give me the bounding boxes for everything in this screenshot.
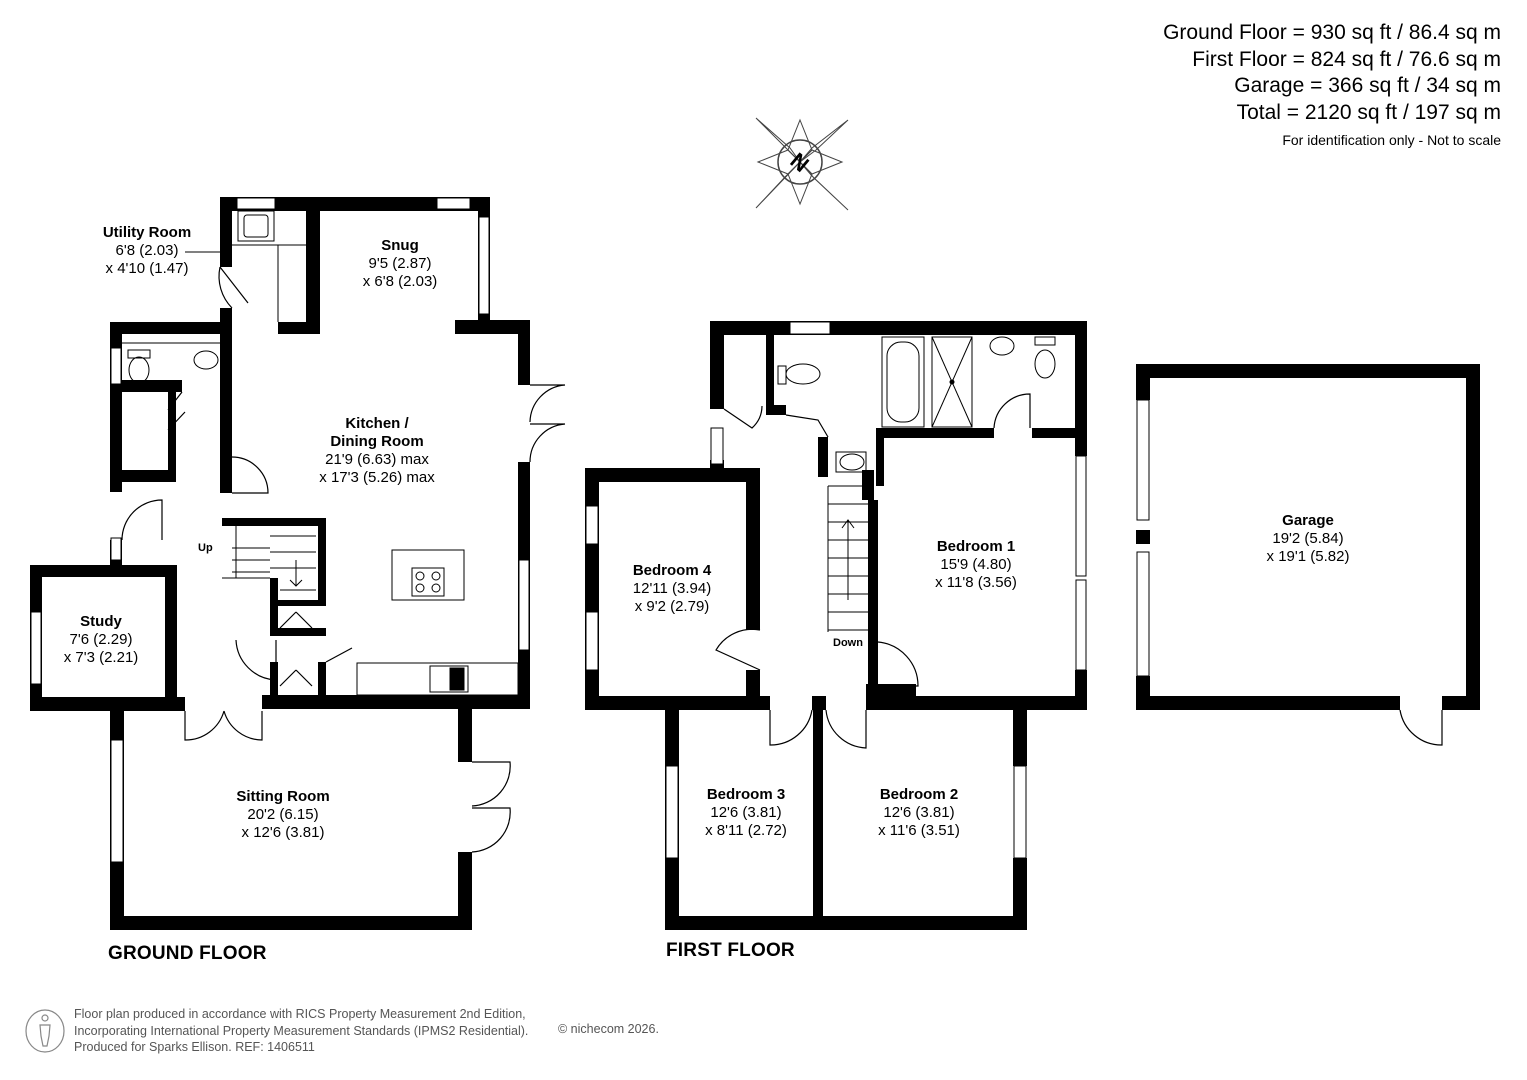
garage-windows <box>1136 399 1150 677</box>
room-dim: 21'9 (6.63) max <box>325 451 429 468</box>
compass-north-icon: N <box>755 117 849 211</box>
room-dim: 12'11 (3.94) <box>632 580 712 597</box>
first-floor-area: First Floor = 824 sq ft / 76.6 sq m <box>1192 47 1501 71</box>
footer-line: Floor plan produced in accordance with R… <box>74 1007 526 1021</box>
room-dim: 6'8 (2.03) <box>115 242 179 259</box>
room-dim: 12'6 (3.81) <box>883 804 955 821</box>
ground-floor-windows <box>30 197 530 863</box>
room-name: Bedroom 4 <box>632 562 712 579</box>
room-dim: x 11'8 (3.56) <box>935 574 1017 591</box>
garage-walls <box>1136 364 1480 710</box>
room-dim: x 6'8 (2.03) <box>362 273 438 290</box>
room-dim: x 7'3 (2.21) <box>63 649 139 666</box>
area-summary: Ground Floor = 930 sq ft / 86.4 sq m Fir… <box>1163 20 1501 150</box>
room-dim: x 12'6 (3.81) <box>241 824 325 841</box>
first-floor-walls <box>585 321 1087 930</box>
person-icon <box>25 1009 65 1053</box>
garage-area: Garage = 366 sq ft / 34 sq m <box>1234 74 1501 97</box>
room-dim: x 9'2 (2.79) <box>634 598 710 615</box>
room-dim: x 19'1 (5.82) <box>1266 548 1350 565</box>
ground-floor-area: Ground Floor = 930 sq ft / 86.4 sq m <box>1163 21 1501 44</box>
first-floor-fixtures <box>777 336 1056 632</box>
room-name: Kitchen / <box>345 415 409 432</box>
room-dim: x 4'10 (1.47) <box>105 260 189 277</box>
room-dim: 9'5 (2.87) <box>368 255 432 272</box>
room-utility: Utility Room 6'8 (2.03) x 4'10 (1.47) <box>103 224 191 278</box>
stair-up-label: Up <box>198 542 213 554</box>
first-floor-doors <box>715 393 1031 749</box>
first-floor-label: FIRST FLOOR <box>666 940 795 961</box>
room-name: Snug <box>381 237 419 254</box>
room-name: Sitting Room <box>236 788 330 805</box>
room-name: Bedroom 1 <box>936 538 1016 555</box>
room-name: Utility Room <box>102 224 192 241</box>
room-dim: 19'2 (5.84) <box>1272 530 1344 547</box>
garage-door <box>1399 709 1443 746</box>
ground-floor-fixtures <box>122 210 519 696</box>
room-sitting: Sitting Room 20'2 (6.15) x 12'6 (3.81) <box>236 788 329 842</box>
ground-floor-doors <box>121 266 566 853</box>
room-bedroom3: Bedroom 3 12'6 (3.81) x 8'11 (2.72) <box>705 786 787 840</box>
room-dim: 15'9 (4.80) <box>940 556 1012 573</box>
room-dim: x 8'11 (2.72) <box>705 822 787 839</box>
room-dim: 7'6 (2.29) <box>69 631 133 648</box>
room-dim: 12'6 (3.81) <box>710 804 782 821</box>
copyright-credit: © nichecom 2026. <box>558 1022 659 1036</box>
room-study: Study 7'6 (2.29) x 7'3 (2.21) <box>64 613 139 667</box>
room-name: Bedroom 3 <box>706 786 786 803</box>
room-bedroom1: Bedroom 1 15'9 (4.80) x 11'8 (3.56) <box>935 538 1017 592</box>
room-kitchen: Kitchen / Dining Room 21'9 (6.63) max x … <box>319 415 434 487</box>
first-floor-windows <box>585 321 1087 859</box>
utility-pointer <box>185 251 223 253</box>
room-name: Bedroom 2 <box>879 786 959 803</box>
scale-note: For identification only - Not to scale <box>1282 132 1501 148</box>
room-bedroom2: Bedroom 2 12'6 (3.81) x 11'6 (3.51) <box>878 786 960 840</box>
footer-text: Floor plan produced in accordance with R… <box>74 1006 528 1056</box>
ground-floor-label: GROUND FLOOR <box>108 943 267 964</box>
room-garage: Garage 19'2 (5.84) x 19'1 (5.82) <box>1267 512 1350 566</box>
room-dim: x 17'3 (5.26) max <box>319 469 435 486</box>
total-area: Total = 2120 sq ft / 197 sq m <box>1236 100 1501 124</box>
room-bedroom4: Bedroom 4 12'11 (3.94) x 9'2 (2.79) <box>633 562 711 616</box>
stair-down-label: Down <box>833 637 863 649</box>
room-name: Dining Room <box>330 433 424 450</box>
room-name: Garage <box>1282 512 1334 529</box>
room-dim: 20'2 (6.15) <box>247 806 319 823</box>
room-name: Study <box>80 613 122 630</box>
footer-line: Incorporating International Property Mea… <box>74 1023 529 1038</box>
footer-line: Produced for Sparks Ellison. REF: 140651… <box>74 1040 315 1054</box>
room-snug: Snug 9'5 (2.87) x 6'8 (2.03) <box>363 237 438 291</box>
room-dim: x 11'6 (3.51) <box>878 822 960 839</box>
